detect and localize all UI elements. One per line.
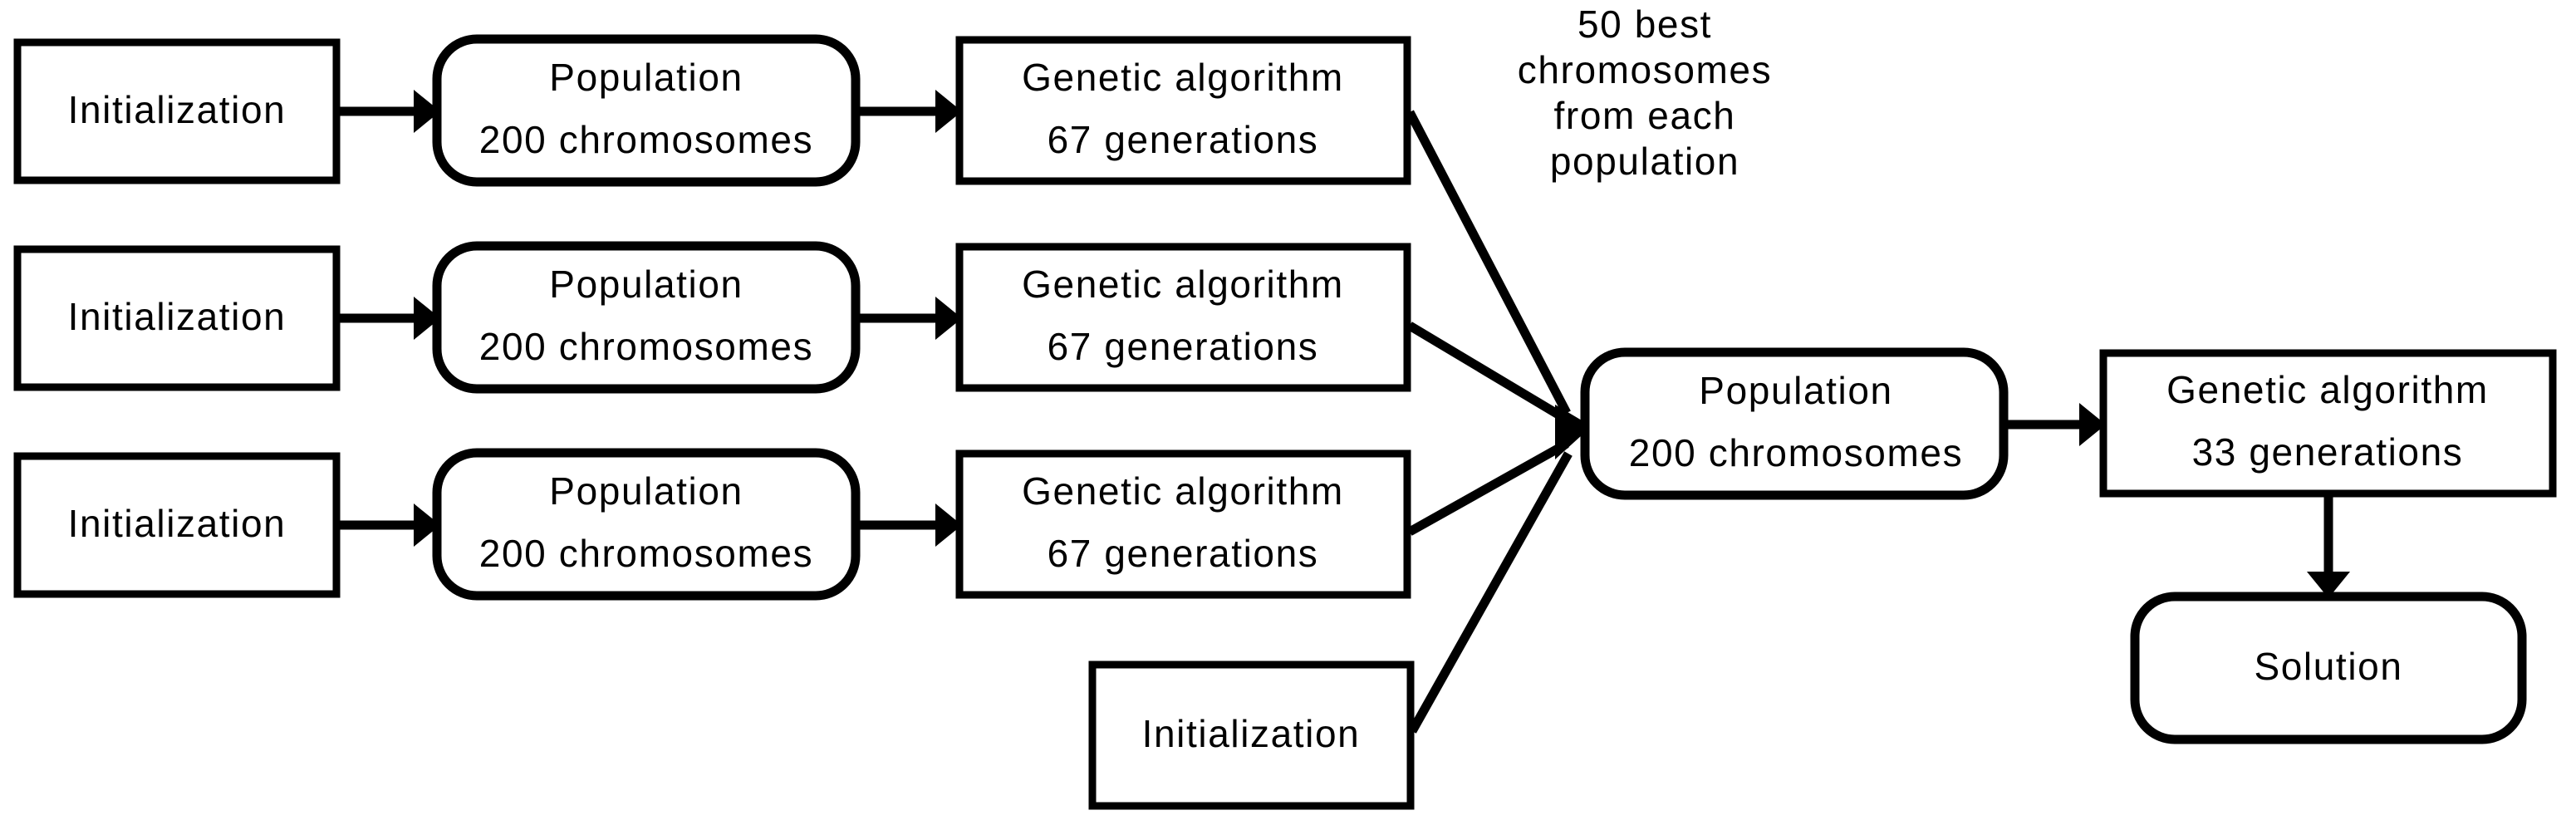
- node-ga-final-label-line-1: Genetic algorithm: [2166, 368, 2489, 411]
- node-population-merged-label-line-2: 200 chromosomes: [1629, 431, 1963, 474]
- node-init-1[interactable]: Initialization: [13, 38, 341, 184]
- node-population-1-label-line-1: Population: [549, 56, 743, 99]
- node-population-merged[interactable]: Population 200 chromosomes: [1580, 347, 2009, 500]
- annotation-merge-note-line-4: population: [1550, 140, 1739, 183]
- edge-ga2-to-merged-population: [1407, 322, 1569, 424]
- edge-population2-to-ga2: [856, 297, 962, 340]
- node-population-merged-label-line-1: Population: [1699, 369, 1892, 412]
- edge-ga1-to-merged-population: [1406, 110, 1571, 415]
- node-population-2[interactable]: Population 200 chromosomes: [432, 241, 861, 394]
- node-init-3-label-line-1: Initialization: [68, 502, 287, 545]
- node-init-2-label-line-1: Initialization: [68, 295, 287, 338]
- node-ga-3-label-line-2: 67 generations: [1048, 532, 1319, 575]
- node-init-4-label-line-1: Initialization: [1142, 712, 1361, 755]
- edge-ga-final-to-solution: [2307, 494, 2350, 598]
- annotation-merge-note-line-2: chromosomes: [1518, 48, 1772, 91]
- node-solution[interactable]: Solution: [2130, 592, 2527, 744]
- annotation-merge-note-line-3: from each: [1554, 94, 1736, 137]
- edge-population3-to-ga3: [856, 503, 962, 547]
- node-init-1-label-line-1: Initialization: [68, 88, 287, 131]
- edge-init2-to-population2: [338, 297, 440, 340]
- annotation-merge-note: 50 best chromosomes from each population: [1518, 2, 1772, 183]
- node-population-1[interactable]: Population 200 chromosomes: [432, 34, 861, 187]
- node-population-1-label-line-2: 200 chromosomes: [479, 118, 813, 161]
- node-population-3-label-line-2: 200 chromosomes: [479, 532, 813, 575]
- node-ga-3[interactable]: Genetic algorithm 67 generations: [955, 449, 1411, 599]
- node-ga-final[interactable]: Genetic algorithm 33 generations: [2099, 349, 2557, 498]
- node-ga-2-label-line-2: 67 generations: [1048, 325, 1319, 368]
- edge-population1-to-ga1: [856, 90, 962, 133]
- edge-ga3-to-merged-population: [1407, 440, 1569, 536]
- node-ga-2-label-line-1: Genetic algorithm: [1022, 263, 1344, 306]
- merge-arrowhead: [1555, 405, 1592, 459]
- edge-init1-to-population1: [338, 90, 440, 133]
- node-ga-1-label-line-1: Genetic algorithm: [1022, 56, 1344, 99]
- node-ga-1-label-line-2: 67 generations: [1048, 118, 1319, 161]
- edge-init3-to-population3: [338, 503, 440, 547]
- edge-init4-to-merged-population: [1408, 451, 1573, 734]
- node-init-4[interactable]: Initialization: [1088, 661, 1415, 810]
- node-ga-1[interactable]: Genetic algorithm 67 generations: [955, 36, 1411, 185]
- annotation-merge-note-line-1: 50 best: [1577, 2, 1712, 46]
- node-init-3[interactable]: Initialization: [13, 452, 341, 598]
- node-ga-final-label-line-2: 33 generations: [2192, 430, 2464, 474]
- node-ga-3-label-line-1: Genetic algorithm: [1022, 469, 1344, 513]
- node-population-2-label-line-2: 200 chromosomes: [479, 325, 813, 368]
- edge-merged-population-to-ga-final: [2002, 403, 2106, 446]
- node-init-2[interactable]: Initialization: [13, 245, 341, 391]
- node-population-3-label-line-1: Population: [549, 469, 743, 513]
- node-solution-label-line-1: Solution: [2254, 645, 2402, 688]
- node-population-3[interactable]: Population 200 chromosomes: [432, 448, 861, 601]
- node-ga-2[interactable]: Genetic algorithm 67 generations: [955, 243, 1411, 392]
- node-population-2-label-line-1: Population: [549, 263, 743, 306]
